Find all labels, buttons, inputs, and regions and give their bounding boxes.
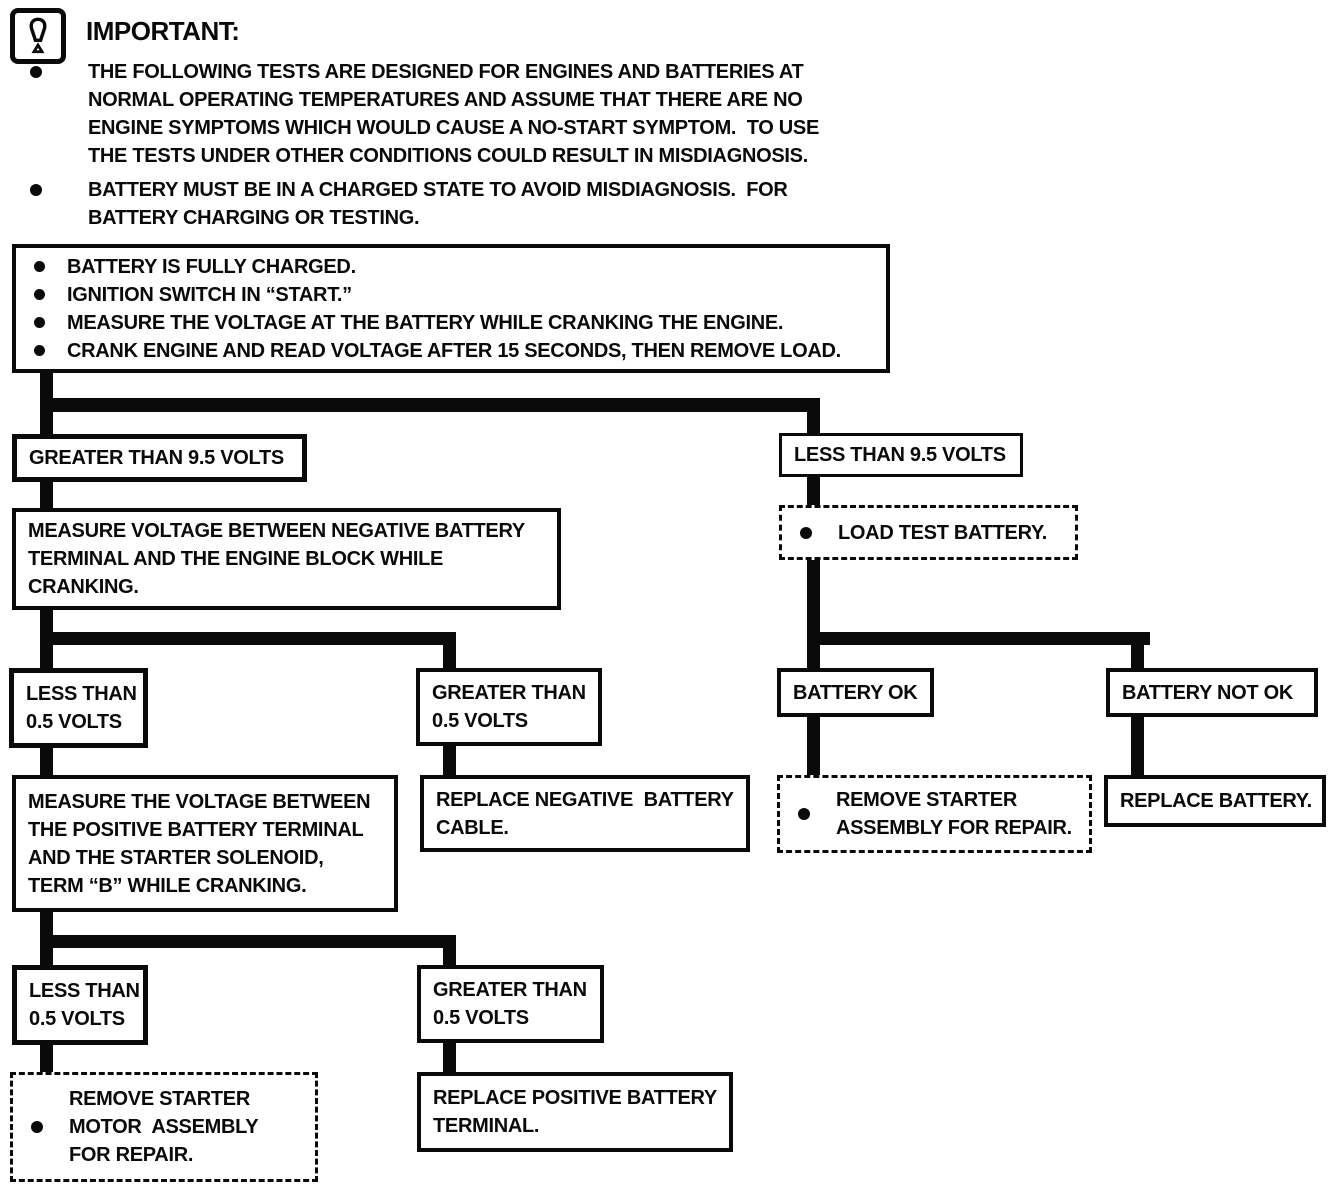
bullet-dot — [30, 184, 42, 196]
node-label: BATTERY NOT OK — [1122, 681, 1293, 704]
node-battery-ok: BATTERY OK — [777, 668, 934, 717]
note-text: THE FOLLOWING TESTS ARE DESIGNED FOR ENG… — [88, 61, 819, 167]
node-label: GREATER THAN 0.5 VOLTS — [433, 979, 587, 1029]
list-item: IGNITION SWITCH IN “START.” — [34, 281, 886, 309]
exclamation-glyph — [29, 17, 47, 54]
alert-exclamation-icon — [10, 8, 66, 64]
node-measure-negative-terminal-voltage: MEASURE VOLTAGE BETWEEN NEGATIVE BATTERY… — [12, 508, 561, 610]
connector-line — [807, 632, 1150, 645]
bullet-dot — [31, 1121, 43, 1133]
node-label: LESS THAN 0.5 VOLTS — [26, 683, 137, 733]
node-start-conditions: BATTERY IS FULLY CHARGED. IGNITION SWITC… — [12, 244, 890, 373]
node-remove-starter-motor-assembly: REMOVE STARTER MOTOR ASSEMBLY FOR REPAIR… — [10, 1072, 318, 1182]
node-label: BATTERY OK — [793, 681, 918, 704]
list-item: BATTERY IS FULLY CHARGED. — [34, 253, 886, 281]
node-less-than-9-5-volts: LESS THAN 9.5 VOLTS — [779, 433, 1023, 477]
page-title: IMPORTANT: — [86, 16, 240, 46]
node-measure-positive-terminal-voltage: MEASURE THE VOLTAGE BETWEEN THE POSITIVE… — [12, 775, 398, 912]
connector-line — [40, 482, 53, 508]
bullet-dot — [34, 289, 45, 300]
connector-line — [443, 632, 456, 668]
connector-line — [40, 398, 820, 412]
bullet-dot — [34, 317, 45, 328]
connector-line — [40, 935, 456, 948]
node-replace-positive-battery-terminal: REPLACE POSITIVE BATTERY TERMINAL. — [417, 1072, 733, 1152]
bullet-dot — [34, 345, 45, 356]
connector-line — [40, 748, 53, 775]
node-label: REPLACE NEGATIVE BATTERY CABLE. — [436, 788, 734, 839]
node-label: REMOVE STARTER MOTOR ASSEMBLY FOR REPAIR… — [69, 1088, 259, 1166]
connector-line — [807, 412, 820, 433]
connector-line — [443, 935, 456, 965]
node-label: LESS THAN 0.5 VOLTS — [29, 980, 140, 1030]
bullet-dot — [798, 808, 810, 820]
node-label: GREATER THAN 9.5 VOLTS — [29, 447, 284, 469]
connector-line — [40, 1045, 53, 1072]
connector-line — [807, 560, 820, 668]
node-less-than-0-5-volts-positive: LESS THAN 0.5 VOLTS — [12, 965, 148, 1045]
bullet-dot — [34, 261, 45, 272]
node-label: LOAD TEST BATTERY. — [838, 521, 1048, 544]
list-item: BATTERY MUST BE IN A CHARGED STATE TO AV… — [0, 176, 920, 232]
node-battery-not-ok: BATTERY NOT OK — [1106, 668, 1318, 717]
node-label: REPLACE POSITIVE BATTERY TERMINAL. — [433, 1087, 717, 1137]
connector-line — [443, 746, 456, 775]
node-greater-than-0-5-volts-positive: GREATER THAN 0.5 VOLTS — [417, 965, 604, 1043]
node-label: LESS THAN 9.5 VOLTS — [794, 444, 1006, 466]
node-less-than-0-5-volts-negative: LESS THAN 0.5 VOLTS — [9, 668, 148, 748]
condition-text: CRANK ENGINE AND READ VOLTAGE AFTER 15 S… — [67, 339, 841, 362]
connector-line — [1131, 717, 1144, 775]
node-label: REMOVE STARTER ASSEMBLY FOR REPAIR. — [836, 789, 1072, 839]
list-item: THE FOLLOWING TESTS ARE DESIGNED FOR ENG… — [0, 58, 920, 170]
note-text: BATTERY MUST BE IN A CHARGED STATE TO AV… — [88, 179, 788, 229]
connector-line — [443, 1043, 456, 1072]
node-label: REPLACE BATTERY. — [1120, 790, 1312, 812]
bullet-dot — [800, 526, 812, 539]
connector-line — [807, 717, 820, 775]
condition-text: IGNITION SWITCH IN “START.” — [67, 283, 352, 306]
node-replace-negative-battery-cable: REPLACE NEGATIVE BATTERY CABLE. — [420, 775, 750, 852]
list-item: MEASURE THE VOLTAGE AT THE BATTERY WHILE… — [34, 309, 886, 337]
node-greater-than-0-5-volts-negative: GREATER THAN 0.5 VOLTS — [416, 668, 602, 746]
node-label: MEASURE VOLTAGE BETWEEN NEGATIVE BATTERY… — [28, 520, 525, 598]
node-label: GREATER THAN 0.5 VOLTS — [432, 682, 586, 732]
list-item: CRANK ENGINE AND READ VOLTAGE AFTER 15 S… — [34, 337, 886, 365]
condition-text: BATTERY IS FULLY CHARGED. — [67, 255, 356, 278]
node-greater-than-9-5-volts: GREATER THAN 9.5 VOLTS — [12, 434, 307, 482]
condition-text: MEASURE THE VOLTAGE AT THE BATTERY WHILE… — [67, 311, 784, 334]
connector-line — [807, 477, 820, 505]
node-label: MEASURE THE VOLTAGE BETWEEN THE POSITIVE… — [28, 790, 371, 897]
bullet-dot — [30, 66, 42, 78]
connector-line — [1131, 632, 1144, 668]
node-remove-starter-assembly: REMOVE STARTER ASSEMBLY FOR REPAIR. — [777, 775, 1092, 853]
connector-line — [40, 632, 456, 645]
node-load-test-battery: LOAD TEST BATTERY. — [779, 505, 1078, 560]
node-replace-battery: REPLACE BATTERY. — [1104, 775, 1326, 827]
important-notes-list: THE FOLLOWING TESTS ARE DESIGNED FOR ENG… — [0, 58, 920, 238]
